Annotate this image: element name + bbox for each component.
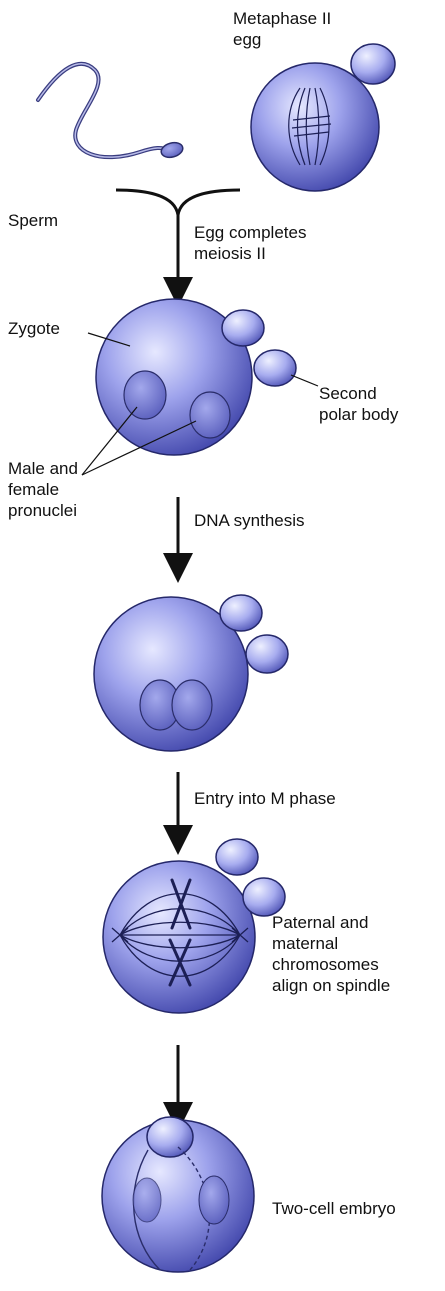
label-metaphase-egg-line2: egg (233, 29, 331, 50)
label-chromosomes-align-line4: align on spindle (272, 975, 390, 996)
label-two-cell-embryo: Two-cell embryo (272, 1198, 396, 1219)
metaphase-egg-illustration (251, 44, 395, 191)
label-metaphase-egg-line1: Metaphase II (233, 8, 331, 29)
label-zygote: Zygote (8, 318, 60, 339)
fertilization-bracket (116, 190, 240, 215)
label-chromosomes-align-line2: maternal (272, 933, 390, 954)
zygote-illustration (96, 299, 296, 455)
replicated-cell-illustration (94, 595, 288, 751)
label-pronuclei-line2: female (8, 479, 78, 500)
label-chromosomes-align-line3: chromosomes (272, 954, 390, 975)
label-second-polar-body-line1: Second (319, 383, 398, 404)
two-cell-embryo-illustration (102, 1117, 254, 1272)
label-pronuclei-line1: Male and (8, 458, 78, 479)
spindle-cell-illustration (103, 839, 285, 1013)
label-pronuclei-line3: pronuclei (8, 500, 78, 521)
label-chromosomes-align-line1: Paternal and (272, 912, 390, 933)
label-pronuclei: Male and female pronuclei (8, 458, 78, 521)
sperm-illustration (38, 64, 184, 160)
label-entry-m-phase: Entry into M phase (194, 788, 336, 809)
label-egg-completes-line1: Egg completes (194, 222, 306, 243)
label-egg-completes-line2: meiosis II (194, 243, 306, 264)
label-sperm: Sperm (8, 210, 58, 231)
label-chromosomes-align: Paternal and maternal chromosomes align … (272, 912, 390, 996)
label-metaphase-egg: Metaphase II egg (233, 8, 331, 50)
label-second-polar-body: Second polar body (319, 383, 398, 425)
label-second-polar-body-line2: polar body (319, 404, 398, 425)
label-egg-completes: Egg completes meiosis II (194, 222, 306, 264)
label-dna-synthesis: DNA synthesis (194, 510, 305, 531)
